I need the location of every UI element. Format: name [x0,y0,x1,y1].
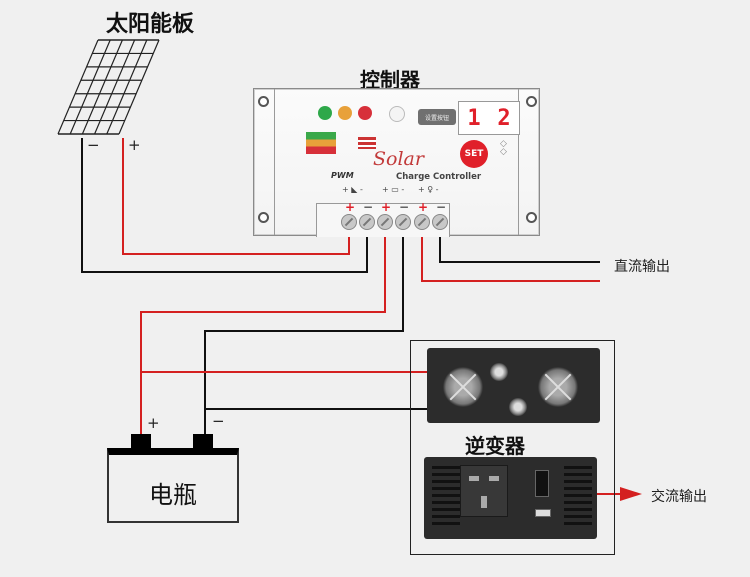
battery-negative-sign: − [212,412,225,430]
brand-text: Solar [373,148,424,170]
controller-right-flange [518,89,539,235]
screw-hole-icon [526,212,537,223]
solar-panel-label: 太阳能板 [106,12,195,37]
status-led-red [358,106,372,120]
display-digit: 2 [497,105,511,131]
terminal-screw-icon [395,214,411,230]
wire-panel-negative [81,138,368,273]
inverter-label: 逆变器 [465,434,525,458]
panel-grid-col-line [69,39,111,135]
panel-negative-sign: − [87,136,100,154]
terminal-group-load: + ♀ - [418,185,439,194]
fan-icon [443,367,483,407]
vent-left [432,466,460,529]
set-button[interactable]: SET [460,140,488,168]
dc-negative-terminal [509,398,527,416]
controller-left-flange [254,89,275,235]
screw-hole-icon [258,96,269,107]
terminal-screw-icon [359,214,375,230]
dc-positive-terminal [490,363,508,381]
product-text: Charge Controller [396,172,482,182]
ac-outlet [460,465,508,517]
panel-grid-col-line [57,39,99,135]
solar-panel-icon [57,39,160,135]
panel-grid-col-line [94,39,136,135]
terminal-positive-sign: + [381,200,392,214]
status-led-green [318,106,332,120]
battery-positive-post [131,434,151,450]
screw-hole-icon [258,212,269,223]
inverter-frame [410,340,615,555]
load-status-icon [358,137,376,149]
terminal-screw-icon [341,214,357,230]
battery-positive-sign: + [147,414,160,432]
wire-panel-positive [122,138,350,255]
up-down-icon: ◇◇ [500,139,507,157]
display-digit: 1 [467,105,481,131]
terminal-negative-sign: − [436,200,447,214]
panel-grid-col-line [106,39,148,135]
inverter-front-panel [424,457,597,539]
terminal-positive-sign: + [418,200,429,214]
battery-level-icon [306,132,336,154]
ac-output-label: 交流输出 [651,489,707,505]
wire-dc-output-positive [421,228,600,282]
dc-output-label: 直流输出 [614,259,670,275]
terminal-group-battery: + ▭ - [382,185,405,194]
terminal-screw-icon [432,214,448,230]
panel-positive-sign: + [128,136,141,154]
usb-port [535,509,551,517]
terminal-negative-sign: − [363,200,374,214]
battery-negative-post [193,434,213,450]
panel-grid-col-line [118,39,160,135]
battery [107,448,239,523]
solar-panel-icon: ◣ [348,185,360,194]
set-button-tooltip: 设置按钮 [418,109,456,125]
vent-right [564,466,592,529]
panel-grid-col-line [81,39,123,135]
wire-battery-negative [204,228,404,436]
screw-hole-icon [526,96,537,107]
arrow-icon [620,487,642,501]
power-switch[interactable] [535,470,549,497]
wire-battery-positive [140,228,386,436]
bulb-icon: ♀ [424,185,436,194]
fan-icon [538,367,578,407]
digital-display: 1 2 [458,101,520,135]
status-led-orange [338,106,352,120]
terminal-screw-icon [377,214,393,230]
terminal-negative-sign: − [399,200,410,214]
terminal-positive-sign: + [345,200,356,214]
mode-text: PWM [331,171,354,180]
terminal-screw-icon [414,214,430,230]
battery-label: 电瓶 [149,481,197,509]
terminal-group-solar: + ◣ - [342,185,363,194]
battery-icon: ▭ [388,185,402,194]
status-led-off [389,106,405,122]
wire-dc-output-negative [439,228,600,263]
